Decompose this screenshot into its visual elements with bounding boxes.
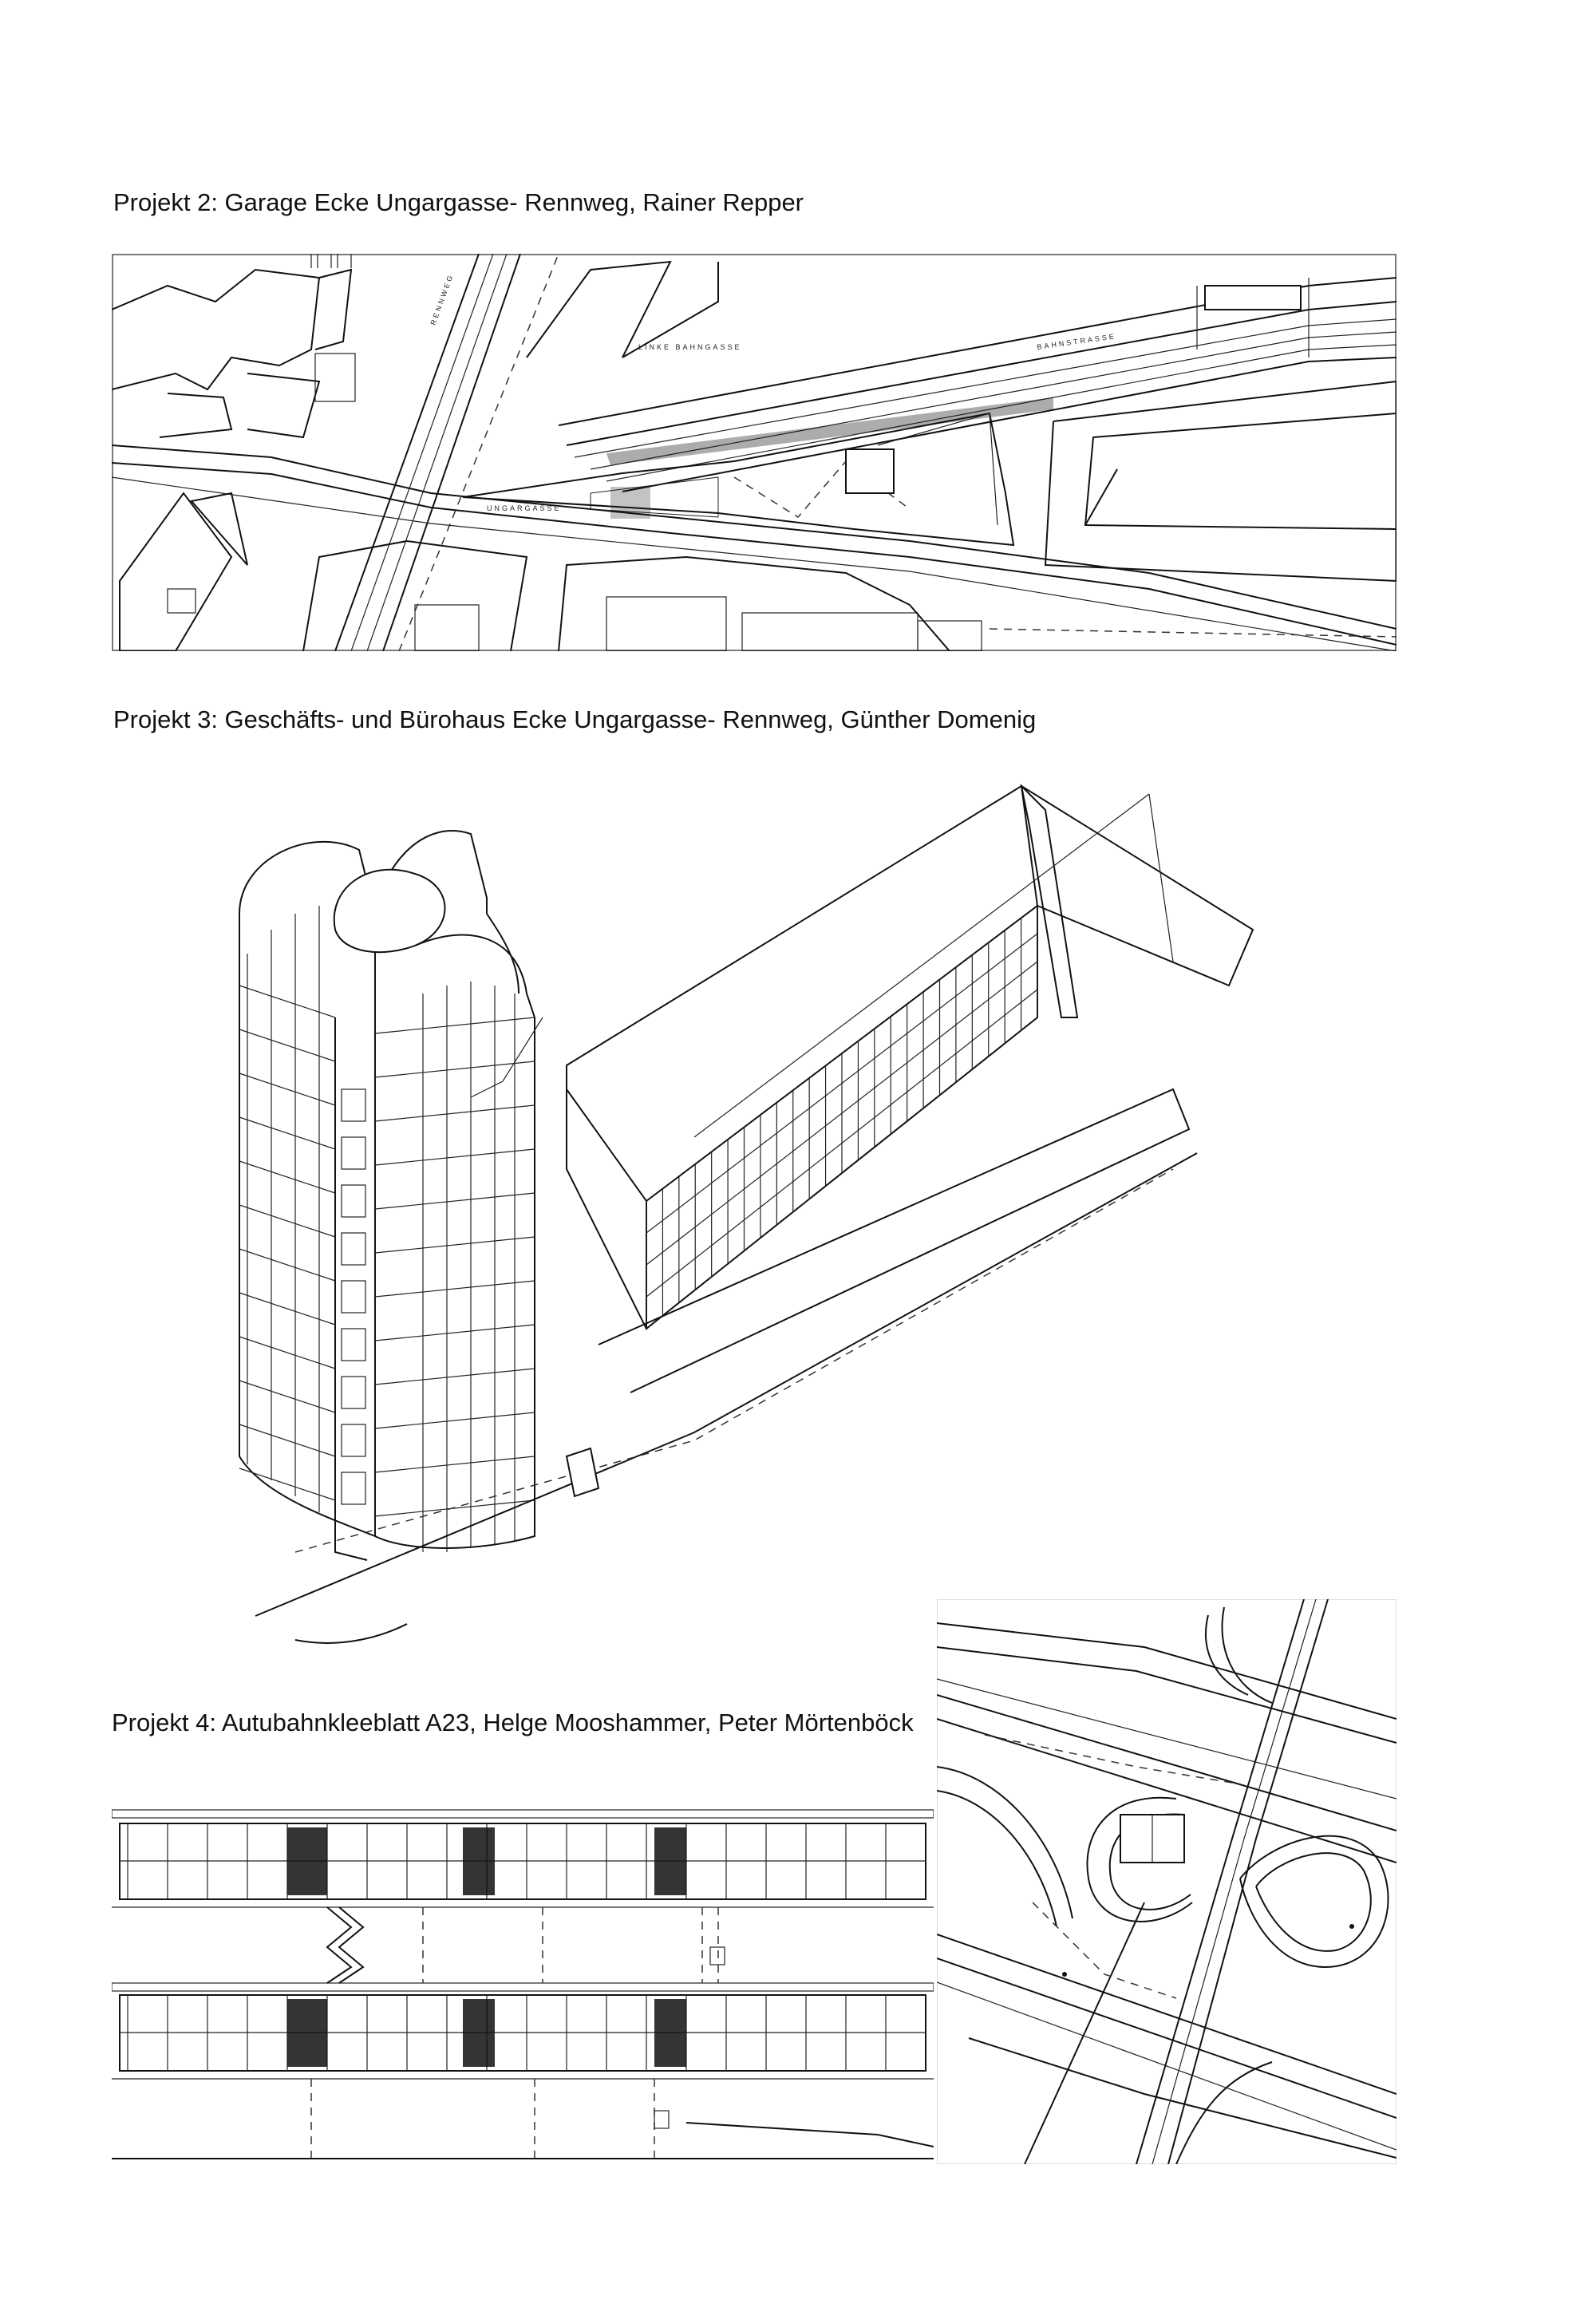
label-bahnstrasse: BAHNSTRASSE — [1037, 332, 1116, 351]
cloverleaf-plan-drawing — [937, 1599, 1396, 2164]
highway-section-drawing — [112, 1796, 934, 2163]
axonometric-building-drawing — [215, 754, 1269, 1648]
site-plan-drawing: LINKE BAHNGASSE BAHNSTRASSE UNGARGASSE R… — [112, 254, 1396, 651]
label-ungargasse: UNGARGASSE — [487, 504, 562, 512]
caption-projekt-3: Projekt 3: Geschäfts- und Bürohaus Ecke … — [113, 705, 1037, 733]
label-rennweg: RENNWEG — [429, 272, 455, 326]
caption-projekt-2: Projekt 2: Garage Ecke Ungargasse- Rennw… — [113, 188, 804, 216]
caption-projekt-4: Projekt 4: Autubahnkleeblatt A23, Helge … — [112, 1709, 914, 1736]
label-linke-bahngasse: LINKE BAHNGASSE — [638, 343, 742, 351]
